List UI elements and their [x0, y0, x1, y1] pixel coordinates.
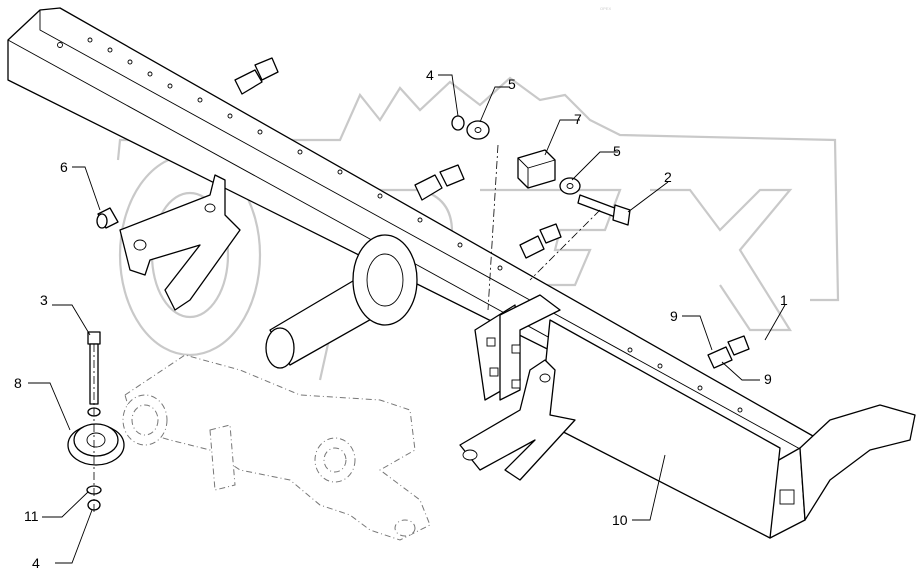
- callout-labels: 1 2 3 4 4 5 5 6 7 8 9 9 10 11: [14, 67, 788, 571]
- callout-3: 3: [40, 292, 48, 308]
- beam-holes: [57, 37, 743, 413]
- ghost-bracket: [122, 354, 431, 541]
- leader-lines: [28, 74, 786, 564]
- callout-7: 7: [574, 111, 582, 127]
- callout-9-right: 9: [764, 371, 772, 387]
- callout-4-top: 4: [426, 67, 434, 83]
- callout-8: 8: [14, 375, 22, 391]
- callout-6: 6: [60, 159, 68, 175]
- left-bracket: [119, 174, 241, 311]
- callout-9-left: 9: [670, 308, 678, 324]
- axis-lines: [93, 144, 601, 515]
- opex-watermark: OPEX: [116, 6, 840, 381]
- watermark-label: OPEX: [600, 6, 611, 11]
- washers-and-nuts: [451, 115, 581, 195]
- callout-5-top: 5: [508, 76, 516, 92]
- tow-tube: [265, 234, 418, 369]
- callout-11: 11: [24, 508, 39, 524]
- hitch-plates: [474, 294, 561, 401]
- bolt-3-assembly: [67, 331, 125, 511]
- bolt-2: [577, 194, 631, 226]
- callout-4-bottom: 4: [32, 555, 40, 571]
- sleeve-6: [96, 207, 119, 229]
- callout-10: 10: [612, 512, 628, 528]
- clamp-fastener-group: [234, 57, 750, 369]
- callout-5-right: 5: [613, 143, 621, 159]
- block-7: [517, 149, 556, 189]
- right-bracket: [459, 359, 576, 481]
- main-beam: [7, 7, 916, 539]
- callout-1: 1: [780, 292, 788, 308]
- callout-2: 2: [664, 169, 672, 185]
